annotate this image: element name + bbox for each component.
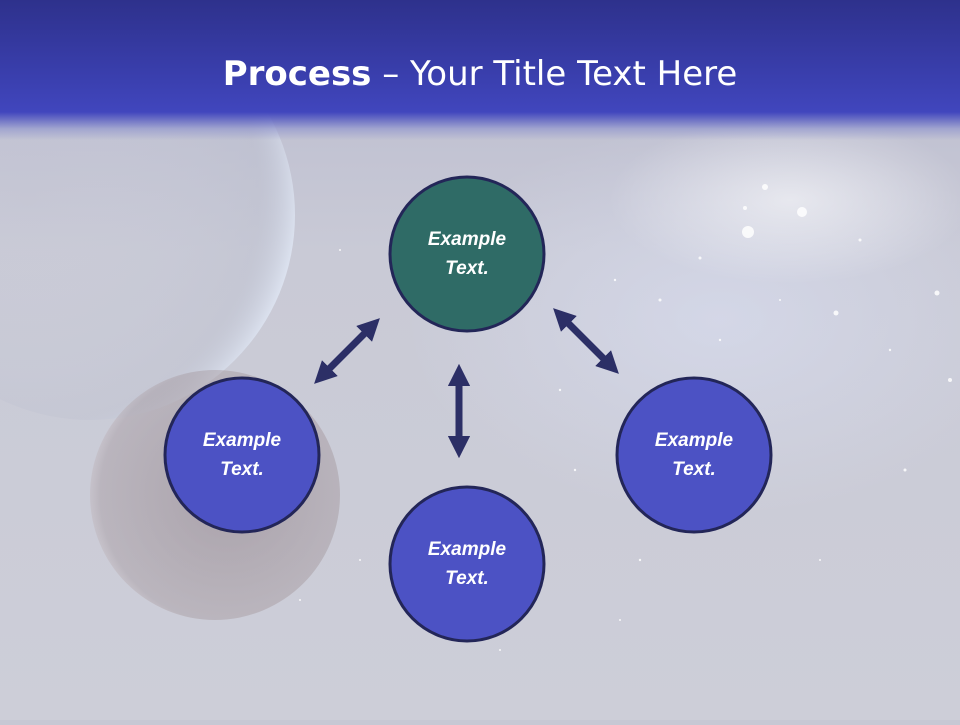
node-left-circle bbox=[163, 376, 321, 534]
node-left-label: Example Text. bbox=[167, 426, 317, 484]
title-bar: Process – Your Title Text Here bbox=[0, 0, 960, 140]
node-right-label: Example Text. bbox=[619, 426, 769, 484]
arrow-left-top bbox=[314, 318, 380, 384]
arrow-top-right bbox=[553, 308, 619, 374]
node-bottom-circle bbox=[388, 485, 546, 643]
node-right-circle bbox=[615, 376, 773, 534]
node-top-circle bbox=[388, 175, 546, 333]
node-right-line1: Example bbox=[654, 430, 734, 451]
node-bottom-label: Example Text. bbox=[392, 535, 542, 593]
node-left-line2: Text. bbox=[220, 459, 264, 480]
slide-title: Process – Your Title Text Here bbox=[0, 52, 960, 96]
node-left-line1: Example bbox=[202, 430, 282, 451]
node-bottom-line1: Example bbox=[427, 539, 507, 560]
node-bottom-line2: Text. bbox=[445, 568, 489, 589]
node-top-label: Example Text. bbox=[392, 225, 542, 283]
title-rest: – Your Title Text Here bbox=[371, 54, 738, 94]
node-top-line2: Text. bbox=[445, 258, 489, 279]
node-top-line1: Example bbox=[427, 229, 507, 250]
title-bold: Process bbox=[222, 54, 372, 94]
node-right-line2: Text. bbox=[672, 459, 716, 480]
